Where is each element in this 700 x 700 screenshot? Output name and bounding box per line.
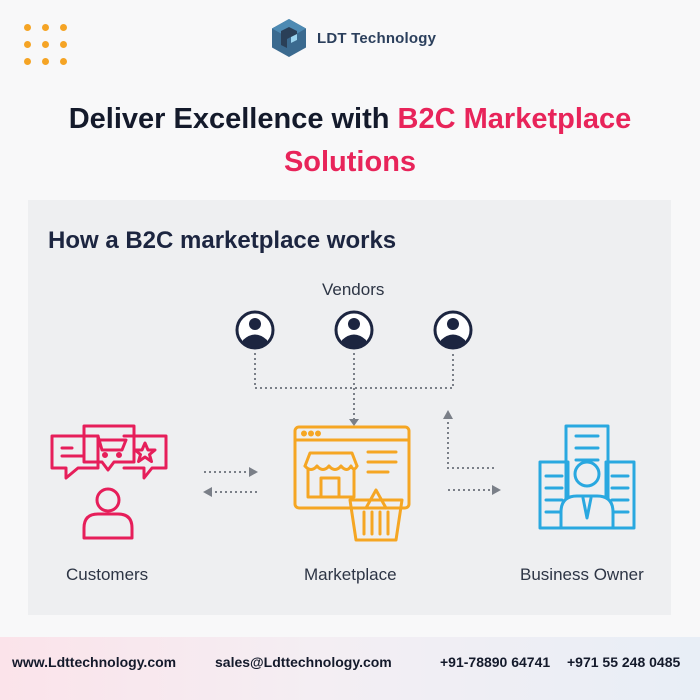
marketplace-icon bbox=[293, 425, 411, 542]
customers-label: Customers bbox=[66, 565, 149, 584]
dots-decoration bbox=[24, 24, 68, 68]
diagram-title: How a B2C marketplace works bbox=[48, 227, 397, 254]
owner-connectors bbox=[447, 418, 494, 491]
page-title: Deliver Excellence with B2C Marketplace … bbox=[0, 98, 700, 184]
business-owner-label: Business Owner bbox=[520, 565, 644, 584]
vendor-icon bbox=[235, 310, 275, 350]
contact-footer: www.Ldttechnology.com sales@Ldttechnolog… bbox=[0, 637, 700, 700]
phone-uae[interactable]: +971 55 248 0485 bbox=[567, 654, 681, 670]
customer-icon bbox=[50, 424, 168, 540]
marketplace-label: Marketplace bbox=[304, 565, 397, 584]
vendor-connectors bbox=[254, 353, 454, 420]
arrow-down-marketplace bbox=[349, 419, 359, 426]
headline-part1: Deliver Excellence with bbox=[68, 103, 398, 135]
phone-india[interactable]: +91-78890 64741 bbox=[440, 654, 551, 670]
headline-accent: B2C Marketplace Solutions bbox=[283, 103, 632, 178]
diagram-panel: How a B2C marketplace works Vendors bbox=[28, 200, 671, 615]
vendor-icon bbox=[433, 310, 473, 350]
email-link[interactable]: sales@Ldttechnology.com bbox=[215, 654, 392, 670]
website-link[interactable]: www.Ldttechnology.com bbox=[12, 654, 177, 670]
vendor-icon bbox=[334, 310, 374, 350]
brand-logo bbox=[272, 19, 306, 57]
vendors-label: Vendors bbox=[322, 280, 385, 299]
business-owner-icon bbox=[538, 424, 636, 530]
diagram-graphics bbox=[50, 310, 636, 542]
brand[interactable]: LDT Technology bbox=[269, 18, 436, 58]
brand-name: LDT Technology bbox=[317, 29, 437, 47]
